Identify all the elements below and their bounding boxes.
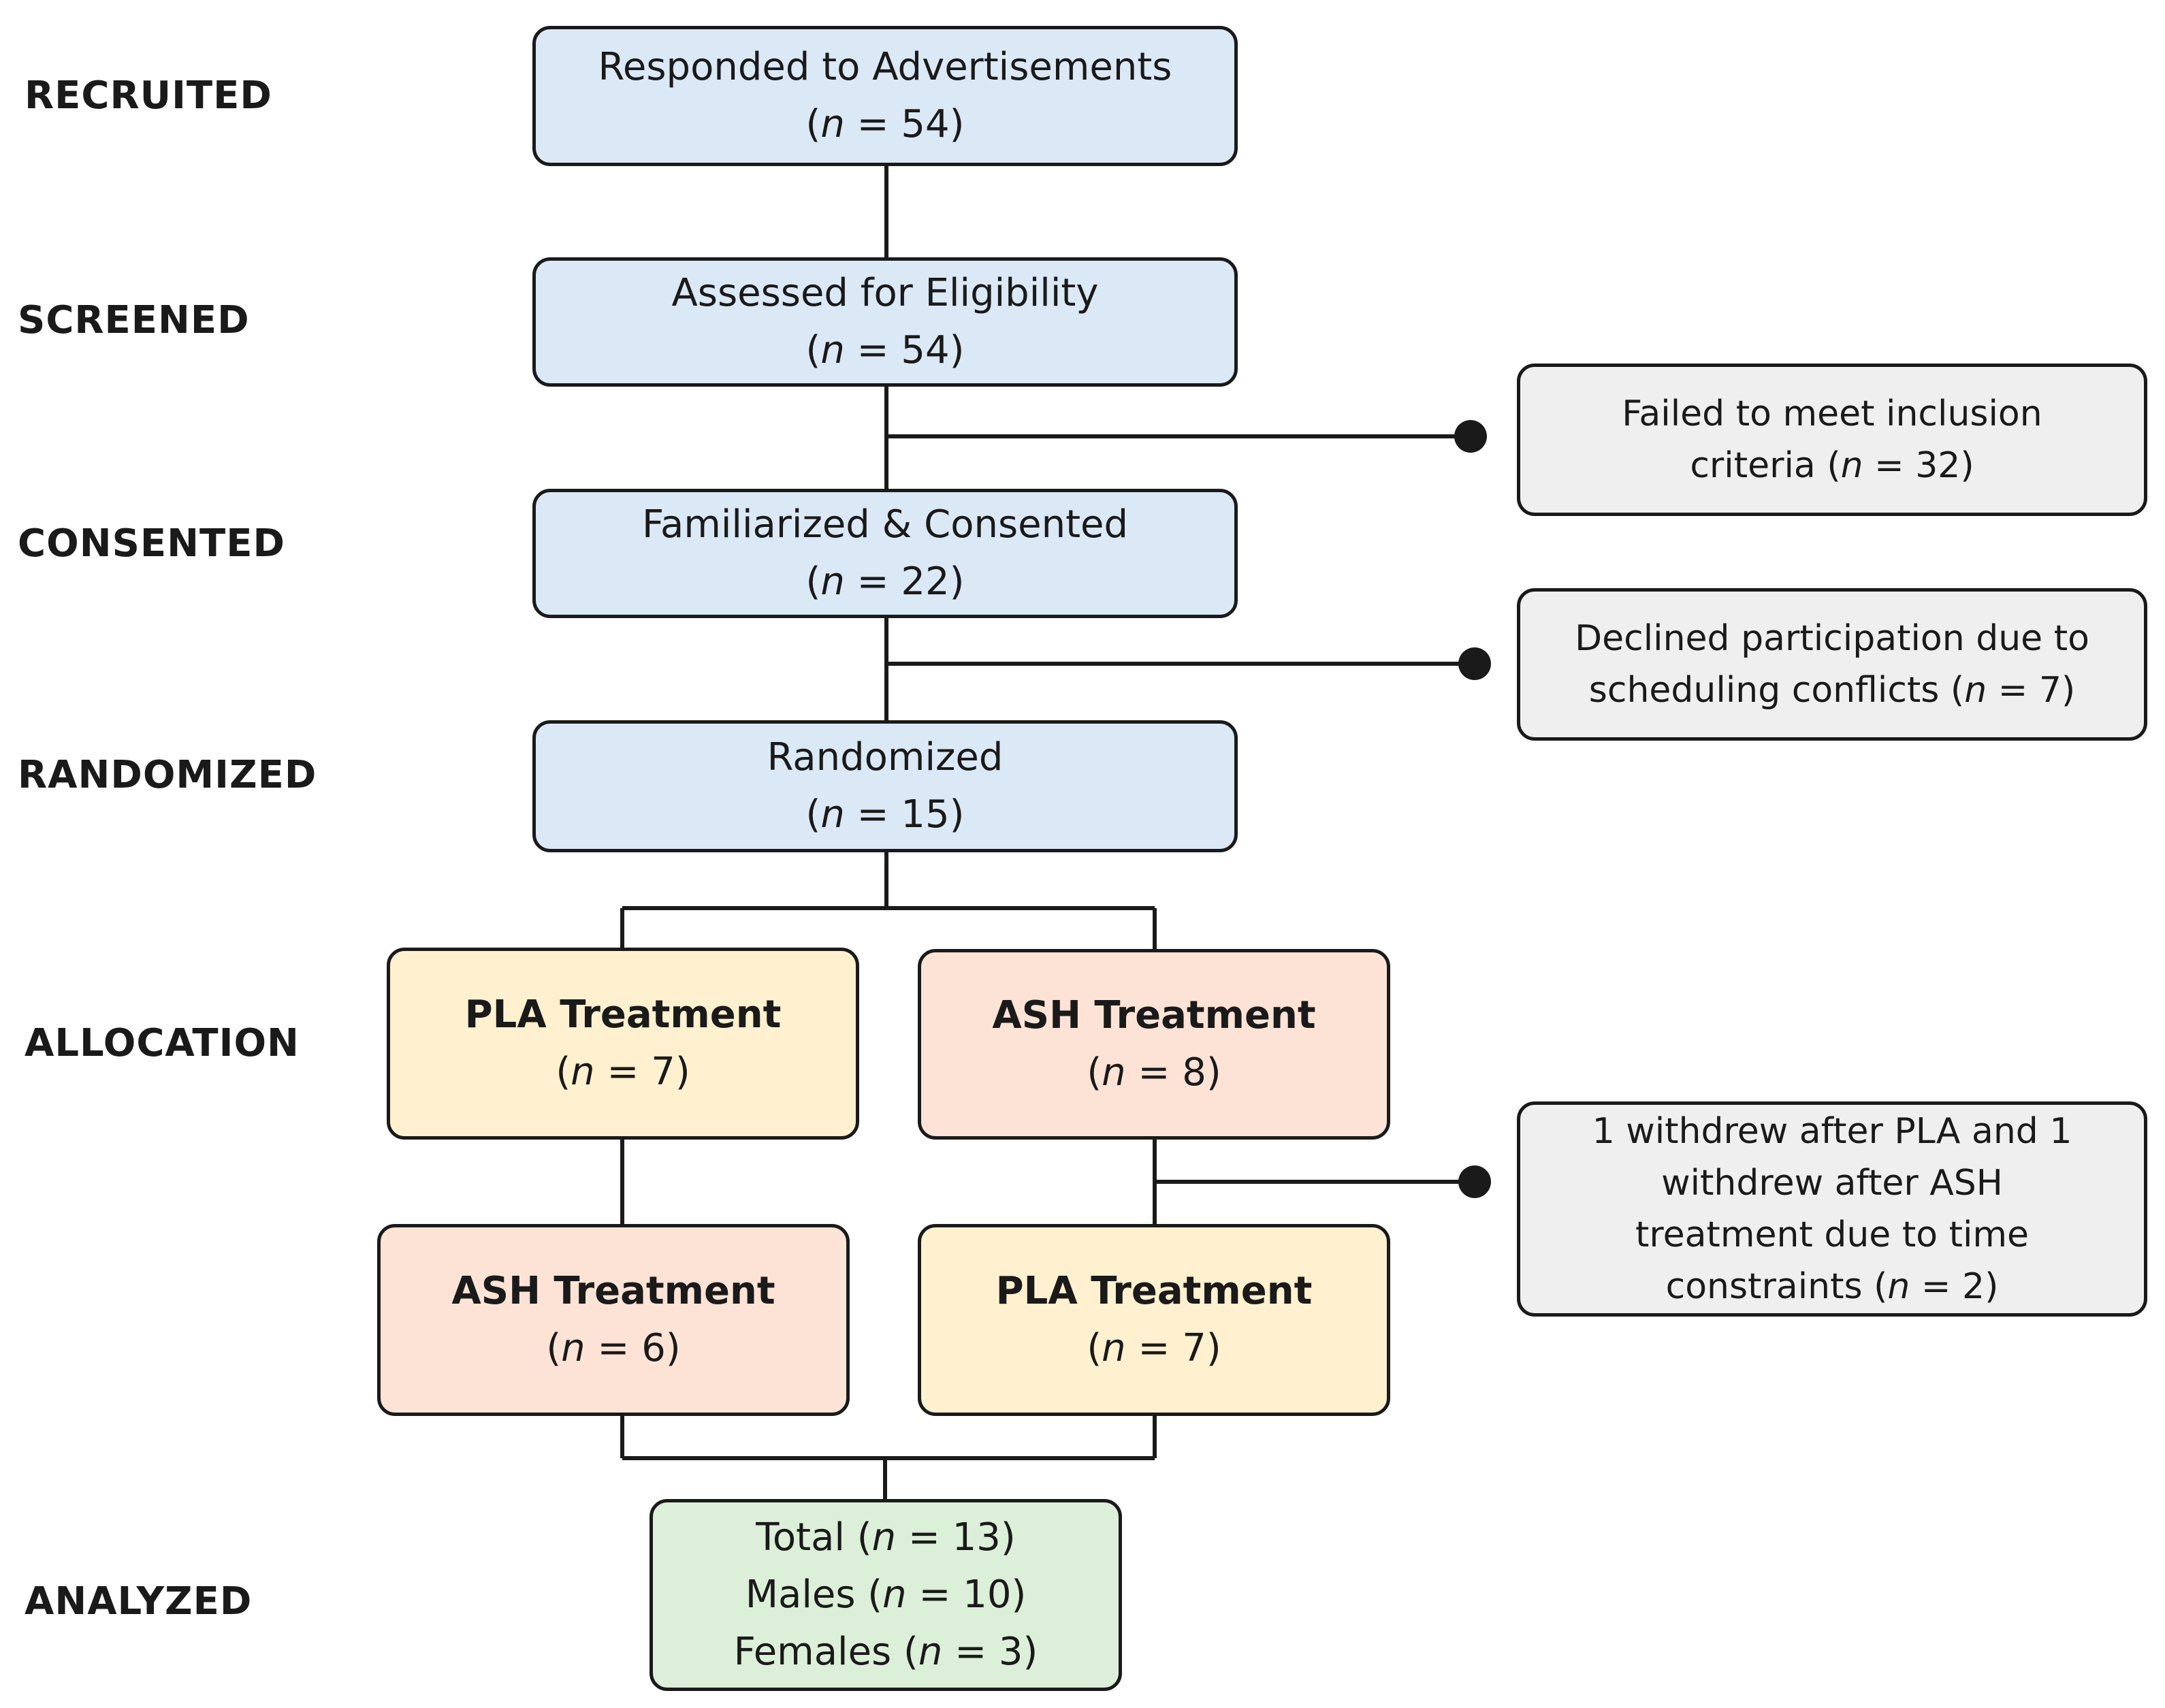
declined-line1: Declined participation due to <box>1575 618 2089 659</box>
n-symbol: n <box>1102 1050 1126 1095</box>
total-count: = 13) <box>908 1515 1016 1560</box>
pla-first-label: PLA Treatment <box>464 993 782 1037</box>
withdrew-line1: 1 withdrew after PLA and 1 <box>1592 1111 2072 1152</box>
stage-analyzed: ANALYZED <box>25 1579 253 1624</box>
females-count: = 3) <box>955 1630 1038 1674</box>
n-symbol: n <box>1102 1326 1126 1370</box>
stage-screened: SCREENED <box>18 298 250 342</box>
ash-first-count: = 8) <box>1138 1050 1221 1095</box>
n-symbol: n <box>561 1326 586 1370</box>
withdrew-line3: treatment due to time <box>1635 1214 2030 1255</box>
pla-second-box: PLA Treatment (n = 7) <box>918 1224 1390 1416</box>
randomized-box: Randomized (n = 15) <box>532 720 1238 852</box>
consented-box: Familiarized & Consented (n = 22) <box>532 489 1238 618</box>
n-symbol: n <box>820 560 845 604</box>
withdrew-line2: withdrew after ASH <box>1661 1163 2003 1204</box>
ash-second-box: ASH Treatment (n = 6) <box>377 1224 850 1416</box>
withdrew-exclusion-box: 1 withdrew after PLA and 1 withdrew afte… <box>1517 1101 2147 1317</box>
pla-first-count: = 7) <box>607 1050 690 1094</box>
females-label: Females ( <box>733 1630 918 1674</box>
n-symbol: n <box>1840 445 1863 486</box>
withdrew-bullet <box>1458 1165 1491 1198</box>
inclusion-line1: Failed to meet inclusion <box>1622 393 2042 434</box>
eligibility-box: Assessed for Eligibility (n = 54) <box>532 257 1238 387</box>
n-symbol: n <box>871 1515 897 1560</box>
analyzed-box: Total (n = 13) Males (n = 10) Females (n… <box>650 1499 1122 1691</box>
eligibility-count: = 54) <box>856 328 965 372</box>
n-symbol: n <box>571 1050 595 1094</box>
randomized-label: Randomized <box>767 735 1004 779</box>
pla-second-label: PLA Treatment <box>995 1269 1313 1313</box>
n-symbol: n <box>1887 1266 1910 1307</box>
pla-second-count: = 7) <box>1138 1326 1221 1370</box>
declined-bullet <box>1458 647 1491 680</box>
withdrew-line4: constraints ( <box>1665 1266 1888 1307</box>
consented-count: = 22) <box>856 560 965 604</box>
eligibility-label: Assessed for Eligibility <box>671 271 1099 315</box>
declined-line2: scheduling conflicts ( <box>1588 670 1965 711</box>
ash-second-count: = 6) <box>597 1326 681 1370</box>
withdrew-count: = 2) <box>1921 1266 1999 1307</box>
advertised-label: Responded to Advertisements <box>598 45 1172 89</box>
n-symbol: n <box>820 102 845 146</box>
advertised-count: = 54) <box>856 102 965 146</box>
advertised-box: Responded to Advertisements (n = 54) <box>532 26 1238 166</box>
inclusion-exclusion-box: Failed to meet inclusion criteria (n = 3… <box>1517 364 2147 516</box>
n-symbol: n <box>820 328 845 372</box>
consented-label: Familiarized & Consented <box>641 502 1129 547</box>
n-symbol: n <box>882 1573 907 1617</box>
stage-allocation: ALLOCATION <box>25 1021 300 1065</box>
declined-exclusion-box: Declined participation due to scheduling… <box>1517 588 2147 741</box>
n-symbol: n <box>820 792 845 837</box>
stage-randomized: RANDOMIZED <box>18 753 317 797</box>
inclusion-line2: criteria ( <box>1690 445 1841 486</box>
pla-first-box: PLA Treatment (n = 7) <box>387 948 859 1140</box>
males-count: = 10) <box>918 1573 1027 1617</box>
randomized-count: = 15) <box>856 792 965 837</box>
stage-recruited: RECRUITED <box>25 74 272 118</box>
stage-consented: CONSENTED <box>18 521 285 566</box>
ash-first-box: ASH Treatment (n = 8) <box>918 949 1390 1140</box>
total-label: Total ( <box>756 1515 872 1560</box>
n-symbol: n <box>918 1630 943 1674</box>
inclusion-bullet <box>1454 420 1487 453</box>
inclusion-count: = 32) <box>1874 445 1974 486</box>
ash-second-label: ASH Treatment <box>451 1269 775 1313</box>
males-label: Males ( <box>745 1573 883 1617</box>
declined-count: = 7) <box>1998 670 2076 711</box>
n-symbol: n <box>1964 670 1987 711</box>
ash-first-label: ASH Treatment <box>992 993 1316 1037</box>
